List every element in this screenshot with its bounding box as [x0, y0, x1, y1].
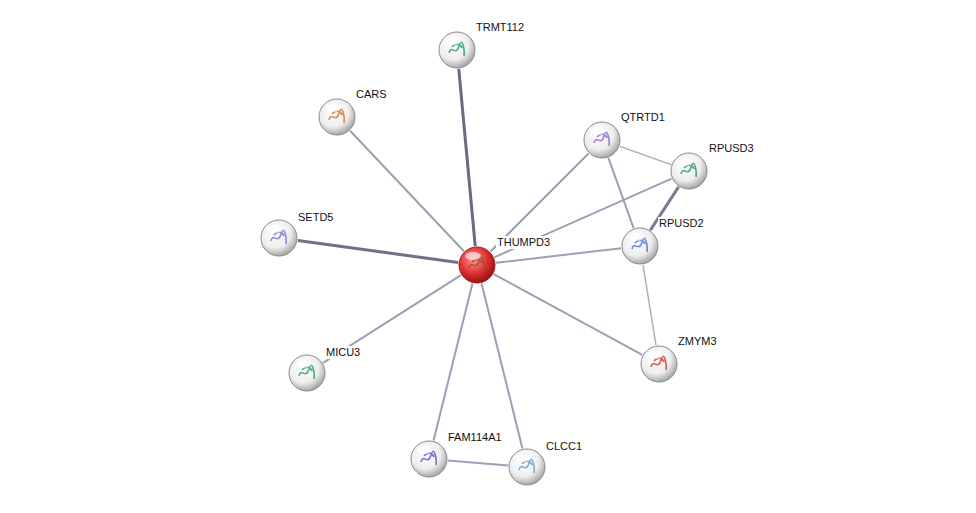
interaction-edge	[298, 241, 458, 263]
interaction-edge	[620, 146, 671, 164]
node-sphere	[583, 121, 621, 159]
node-sphere	[288, 354, 326, 392]
node-sphere	[621, 227, 659, 265]
node-label: ZMYM3	[677, 335, 718, 348]
protein-node: CARS	[318, 98, 356, 136]
interaction-edge	[490, 153, 588, 251]
interaction-edge	[448, 461, 508, 466]
protein-node: MICU3	[288, 354, 326, 392]
interaction-edge	[494, 274, 643, 355]
node-label: RPUSD2	[658, 217, 705, 230]
node-label: QTRTD1	[620, 111, 666, 124]
node-sphere	[410, 440, 448, 478]
interaction-edge	[350, 131, 464, 251]
node-sphere	[508, 448, 546, 486]
interaction-edge	[434, 283, 473, 440]
node-label: CARS	[355, 88, 388, 101]
protein-node: QTRTD1	[583, 121, 621, 159]
protein-node: THUMPD3	[458, 246, 496, 284]
interaction-edge	[608, 158, 633, 228]
protein-node: ZMYM3	[640, 345, 678, 383]
node-label: RPUSD3	[708, 142, 755, 155]
node-label: MICU3	[325, 346, 361, 359]
node-sphere	[438, 31, 476, 69]
node-label: SETD5	[297, 211, 334, 224]
node-label: TRMT112	[475, 21, 525, 34]
node-label: CLCC1	[545, 440, 583, 453]
interaction-edge	[643, 265, 656, 345]
node-sphere	[670, 152, 708, 190]
interaction-edge	[459, 69, 475, 246]
protein-node: SETD5	[260, 219, 298, 257]
node-sphere	[260, 219, 298, 257]
protein-node: FAM114A1	[410, 440, 448, 478]
protein-node: RPUSD3	[670, 152, 708, 190]
interaction-edge	[323, 275, 461, 363]
interaction-edge	[482, 283, 523, 448]
protein-node: CLCC1	[508, 448, 546, 486]
node-sphere	[458, 246, 496, 284]
protein-node: RPUSD2	[621, 227, 659, 265]
protein-node: TRMT112	[438, 31, 476, 69]
node-sphere	[640, 345, 678, 383]
node-sphere	[318, 98, 356, 136]
node-label: THUMPD3	[496, 236, 551, 249]
node-label: FAM114A1	[447, 431, 503, 444]
interaction-edge	[496, 248, 621, 263]
